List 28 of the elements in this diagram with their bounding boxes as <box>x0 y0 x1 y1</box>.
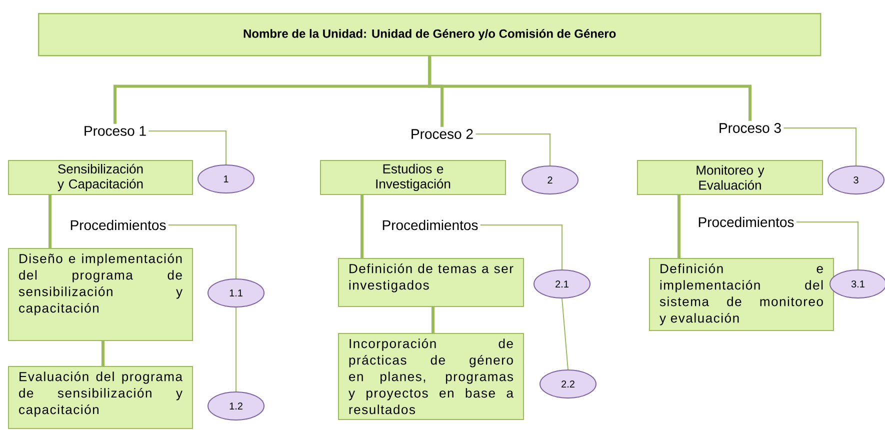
connector-line <box>102 340 105 366</box>
heading-text: Procedimientos <box>70 220 166 230</box>
procedure-box: Definición de temas a ser investigados <box>338 258 524 307</box>
heading-text: Proceso 1 <box>84 126 146 136</box>
heading-text: Procedimientos <box>698 216 794 228</box>
connector-line <box>432 306 434 333</box>
connector-line <box>428 56 752 121</box>
connector-line <box>783 128 856 166</box>
process-box: Sensibilización y Capacitación <box>8 160 194 195</box>
connector-line <box>796 222 858 270</box>
connector-line <box>475 134 550 166</box>
heading-text: Procedimientos <box>382 220 478 230</box>
heading-text: Proceso 2 <box>412 129 473 139</box>
connector-line <box>678 194 680 258</box>
procedure-box: Evaluación del programa de sensibilización y capacitación <box>8 366 194 429</box>
heading-text: Proceso 3 <box>720 123 781 133</box>
process-box: Estudios e Investigación <box>320 160 506 195</box>
connector-line <box>480 224 562 270</box>
connector-line <box>562 298 568 370</box>
connector-line <box>360 194 364 258</box>
process-box: Monitoreo y Evaluación <box>637 160 823 195</box>
title-box: Nombre de la Unidad: Unidad de Género y/o Comisión de Género <box>38 13 822 56</box>
procedure-box: Definición e implementación del sistema de monitoreo y evaluación <box>649 258 834 331</box>
procedure-box: Diseño e implementación del programa de sensibilización y capacitación <box>8 248 194 341</box>
procedure-box: Incorporación de prácticas de género en planes, programas y proyectos en base a resultados <box>338 333 524 420</box>
connector-line <box>48 194 52 248</box>
connector-line <box>148 130 226 165</box>
connector-line <box>168 224 236 279</box>
